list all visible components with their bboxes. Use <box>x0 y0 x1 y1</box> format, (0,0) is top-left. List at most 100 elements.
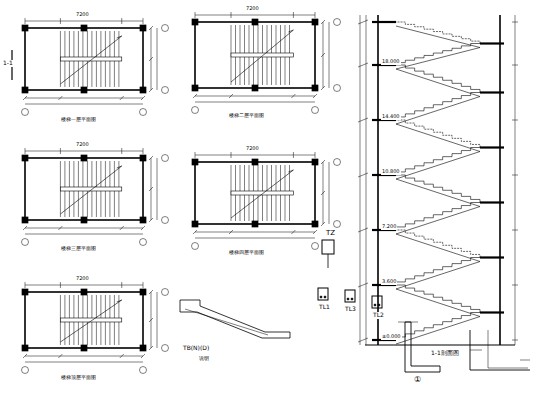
stair-wall <box>25 292 143 348</box>
column <box>312 85 318 91</box>
drawing-line <box>25 362 143 363</box>
drawing-line <box>141 96 145 100</box>
drawing-line <box>291 230 295 234</box>
dimension-label: 7200 <box>75 12 90 18</box>
drawing-line <box>120 354 124 358</box>
drawing-line <box>149 88 153 92</box>
section-mark: 1-1 <box>2 60 14 67</box>
drawing-line <box>25 104 143 105</box>
drawing-line <box>293 12 294 18</box>
dimension-label: 7200 <box>75 142 90 148</box>
drawing-line <box>25 228 143 229</box>
handrail <box>60 318 121 322</box>
drawing-line <box>25 98 143 99</box>
drawing-line <box>25 285 143 286</box>
drawing-line <box>157 28 158 90</box>
drawing-line <box>329 162 330 224</box>
detail-mark: ① <box>413 376 422 385</box>
member-label: TL1 <box>318 304 331 311</box>
handrail <box>231 191 293 195</box>
drawing-line <box>141 354 145 358</box>
drawing-line <box>329 22 330 88</box>
drawing-line <box>288 30 293 32</box>
drawing-line <box>480 91 504 93</box>
column <box>140 217 146 223</box>
drawing-line <box>488 330 489 368</box>
drawing-line <box>396 69 480 97</box>
stair-flight <box>396 203 480 231</box>
column <box>140 25 146 31</box>
drawing-line <box>60 148 61 154</box>
column <box>312 221 318 227</box>
drawing-line <box>149 156 153 160</box>
stair-wall <box>25 28 143 90</box>
drawing-line <box>25 18 26 24</box>
drawing-line <box>315 152 316 158</box>
level-label: ±0.000 <box>381 334 402 340</box>
drawing-line <box>396 124 480 152</box>
member-label: TZ <box>325 230 336 238</box>
drawing-line <box>25 282 26 288</box>
drawing-line <box>288 170 293 172</box>
drawing-line <box>60 300 121 342</box>
member-label: TL3 <box>344 306 357 313</box>
column <box>140 345 146 351</box>
level-label: 7.200 <box>381 224 397 230</box>
axis-bubble <box>22 109 29 116</box>
drawing-line <box>358 283 368 287</box>
drawing-line <box>291 94 295 98</box>
axis-bubble <box>192 243 199 250</box>
member-label: TB(N)(D) <box>182 345 210 352</box>
drawing-line <box>23 354 27 358</box>
drawing-line <box>185 309 268 335</box>
drawing-line <box>60 282 61 288</box>
plan-title: 楼梯一层平面图 <box>60 117 97 123</box>
column <box>140 155 146 161</box>
drawing-line <box>117 300 122 302</box>
drawing-line <box>195 232 315 233</box>
drawing-line <box>396 97 480 125</box>
stair-flight <box>396 313 480 341</box>
column <box>192 19 198 25</box>
drawing-line <box>195 15 315 16</box>
drawing-line <box>396 317 480 345</box>
dimension-label: 7200 <box>245 6 260 12</box>
axis-bubble <box>312 107 319 114</box>
axis-bubble <box>22 367 29 374</box>
drawing-line <box>358 20 368 24</box>
drawing-line <box>229 230 233 234</box>
drawing-line <box>157 158 158 220</box>
drawing-line <box>321 160 325 164</box>
handrail <box>231 53 293 57</box>
stair-slab-detail <box>180 300 290 338</box>
drawing-line <box>193 230 197 234</box>
drawing-line <box>366 15 367 345</box>
plan-title: 楼梯三层平面图 <box>60 246 97 252</box>
stair-wall <box>25 158 143 220</box>
drawing-line <box>321 222 325 226</box>
drawing-line <box>143 18 144 24</box>
dimension-label: 7200 <box>245 146 260 152</box>
drawing-line <box>488 368 528 369</box>
stair-flight <box>396 258 480 286</box>
drawing-line <box>23 226 27 230</box>
drawing-line <box>149 26 153 30</box>
drawing-line <box>25 148 26 154</box>
level-label: 18.000 <box>381 59 401 65</box>
stair-flight <box>396 148 480 176</box>
column <box>252 85 258 91</box>
drawing-line <box>480 42 504 44</box>
drawing-line <box>396 289 480 317</box>
drawing-line <box>25 234 143 235</box>
drawing-line <box>60 18 61 24</box>
drawing-line <box>149 318 153 322</box>
column <box>22 87 28 93</box>
column <box>81 289 87 295</box>
handrail <box>60 187 121 191</box>
drawing-line <box>396 207 480 235</box>
drawing-line <box>195 238 315 239</box>
member-label: TL2 <box>372 312 385 319</box>
axis-bubble <box>312 243 319 250</box>
column <box>81 25 87 31</box>
stair-wall <box>195 22 315 88</box>
